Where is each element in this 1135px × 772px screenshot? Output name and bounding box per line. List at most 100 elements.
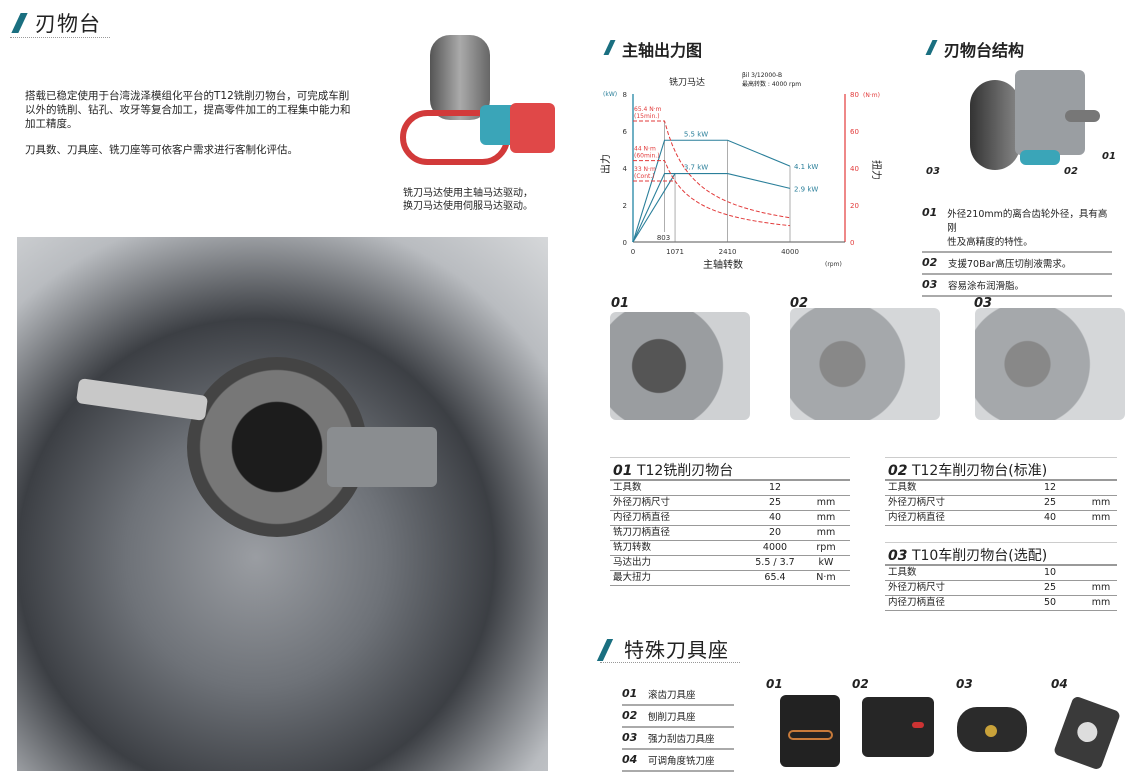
spec-name: 工具数 <box>888 567 917 578</box>
y-tick-label: 0 <box>623 239 627 247</box>
item-text: 性及高精度的特性。 <box>947 237 1033 248</box>
divider <box>10 37 110 38</box>
special-holders-heading: 特殊刀具座 <box>624 638 729 662</box>
spec-name: 外径刀柄尺寸 <box>888 497 946 508</box>
holder-image-label: 01 <box>766 677 783 691</box>
y2-tick-label: 20 <box>850 202 859 210</box>
power-line <box>632 173 791 243</box>
structure-label: 03 <box>926 166 940 177</box>
spec-value: 5.5 / 3.7 <box>755 557 795 568</box>
spec-value: 25 <box>1043 582 1057 593</box>
spec-unit: kW <box>818 557 834 568</box>
spec-value: 4000 <box>762 542 788 553</box>
table-num: 03 <box>888 548 908 564</box>
spec-unit <box>810 481 842 495</box>
table-row: 外径刀柄尺寸 25 mm <box>885 496 1117 511</box>
x-tick-label: 2410 <box>719 248 737 256</box>
y-tick-label: 6 <box>623 128 628 136</box>
spec-value: 25 <box>1043 497 1057 508</box>
structure-label: 01 <box>1102 151 1116 162</box>
structure-label: 02 <box>1064 166 1078 177</box>
spec-name: 外径刀柄尺寸 <box>888 582 946 593</box>
section-slash-icon <box>11 13 28 33</box>
table-title-text: T12车削刃物台(标准) <box>911 463 1048 479</box>
torque-label: 65.4 N·m <box>634 106 662 113</box>
caption-line: 换刀马达使用伺服马达驱动。 <box>403 201 533 212</box>
table-title-text: T10车削刃物台(选配) <box>911 548 1048 564</box>
divider <box>600 662 740 663</box>
spec-unit: N·m <box>816 572 836 583</box>
turret-image-label: 01 <box>611 296 630 311</box>
motor-caption: 铣刀马达使用主轴马达驱动， 换刀马达使用伺服马达驱动。 <box>403 187 533 213</box>
item-num: 01 <box>622 687 638 700</box>
motor-drive-image <box>400 35 560 185</box>
spec-unit: mm <box>816 497 836 508</box>
spec-name: 铣刀转数 <box>613 542 652 553</box>
intro-line: 加工精度。 <box>25 118 78 130</box>
structure-heading: 刃物台结构 <box>944 41 1025 60</box>
y2-tick-label: 60 <box>850 128 859 136</box>
turret-03-image <box>975 308 1125 420</box>
spec-name: 最大扭力 <box>613 572 652 583</box>
power-line <box>632 139 791 243</box>
power-line <box>632 173 676 243</box>
table-num: 01 <box>613 463 633 479</box>
power-end-label: 4.1 kW <box>794 163 818 171</box>
spec-unit: mm <box>1091 597 1111 608</box>
table-title: 01 T12铣削刃物台 <box>610 457 850 481</box>
item-num: 02 <box>622 709 638 722</box>
spec-value: 40 <box>768 512 782 523</box>
table-row: 外径刀柄尺寸 25 mm <box>885 581 1117 596</box>
power-label: 5.5 kW <box>684 130 708 138</box>
spec-value: 12 <box>1043 482 1057 493</box>
holder-image-label: 02 <box>852 677 869 691</box>
spec-name: 工具数 <box>613 482 642 493</box>
item-text: 外径210mm的离合齿轮外径，具有高刚 <box>947 209 1108 234</box>
angle-milling-holder-image <box>1052 695 1122 771</box>
y-tick-label: 8 <box>623 91 627 99</box>
page-title: 刃物台 <box>35 12 101 36</box>
holder-image-label: 04 <box>1051 677 1068 691</box>
spec-name: 内径刀柄直径 <box>613 512 671 523</box>
chart-heading: 主轴出力图 <box>622 41 703 60</box>
spec-unit: mm <box>1091 582 1111 593</box>
structure-image <box>965 70 1100 180</box>
y2-tick-label: 0 <box>850 239 854 247</box>
spec-unit: mm <box>816 512 836 523</box>
turret-02-image <box>790 308 940 420</box>
spec-name: 内径刀柄直径 <box>888 512 946 523</box>
spec-unit <box>1085 566 1117 580</box>
x-tick-label: 1071 <box>666 248 684 256</box>
item-num: 01 <box>922 206 938 219</box>
y-tick-label: 4 <box>623 165 628 173</box>
spec-name: 铣刀刀柄直径 <box>613 527 671 538</box>
x-tick-label: 0 <box>631 248 635 256</box>
spec-name: 外径刀柄尺寸 <box>613 497 671 508</box>
spec-unit: mm <box>1091 497 1111 508</box>
power-end-label: 2.9 kW <box>794 185 818 193</box>
spec-value: 65.4 <box>764 572 786 583</box>
table-title-text: T12铣削刃物台 <box>636 463 734 479</box>
torque-label: 44 N·m <box>634 146 656 153</box>
y2-axis-label: 扭力 <box>870 160 883 180</box>
y-tick-label: 2 <box>623 202 627 210</box>
chart-model: βil 3/12000-B <box>742 72 782 79</box>
hob-holder-image <box>780 695 840 767</box>
item-text: 容易涂布润滑脂。 <box>948 281 1025 292</box>
